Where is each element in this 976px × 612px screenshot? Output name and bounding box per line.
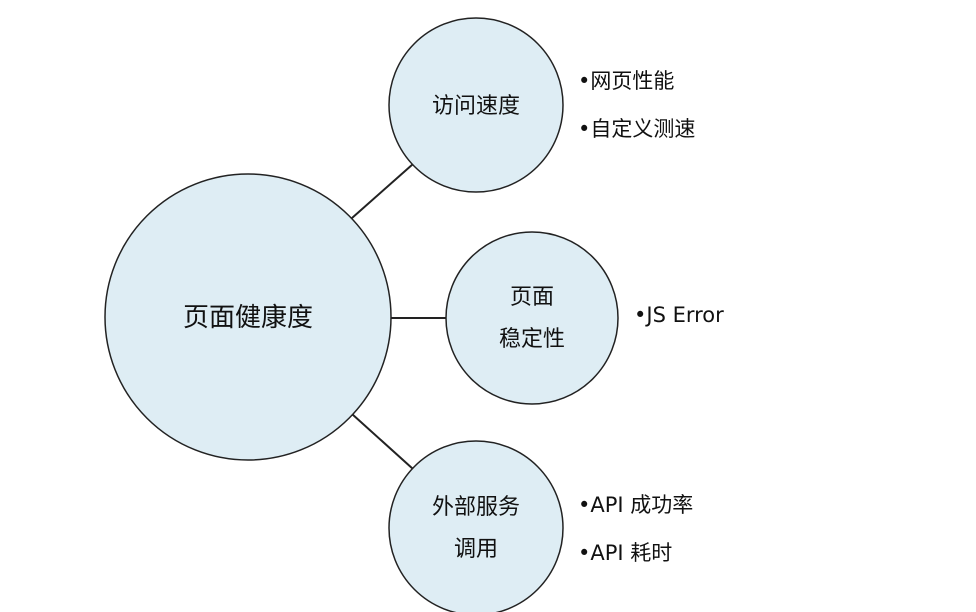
branch-node-speed-circle	[388, 17, 564, 193]
branch-node-external-label-line1: 外部服务	[432, 495, 520, 520]
branch-node-speed: 访问速度	[388, 17, 564, 193]
bullet-item-custom-speed-test: •自定义测速	[578, 117, 695, 141]
branch-node-external-label-line2: 调用	[454, 537, 498, 562]
branch-node-stability-circle	[445, 231, 619, 405]
root-node-label: 页面健康度	[183, 303, 313, 333]
branch-node-stability: 页面 稳定性	[445, 231, 619, 405]
connector-speed	[351, 163, 414, 219]
bullet-item-api-latency: •API 耗时	[578, 541, 672, 565]
branch-node-stability-label-line1: 页面	[510, 285, 554, 310]
branch-node-external: 外部服务 调用	[388, 440, 564, 612]
branch-node-stability-label-line2: 稳定性	[499, 327, 565, 352]
bullet-item-web-performance: •网页性能	[578, 69, 674, 93]
branch-node-speed-label: 访问速度	[432, 94, 520, 119]
bullet-item-api-success-rate: •API 成功率	[578, 493, 693, 517]
root-node-circle	[104, 173, 392, 461]
root-node: 页面健康度	[104, 173, 392, 461]
bullet-item-js-error: •JS Error	[634, 303, 724, 327]
connector-external	[351, 413, 414, 470]
branch-node-external-circle	[388, 440, 564, 612]
